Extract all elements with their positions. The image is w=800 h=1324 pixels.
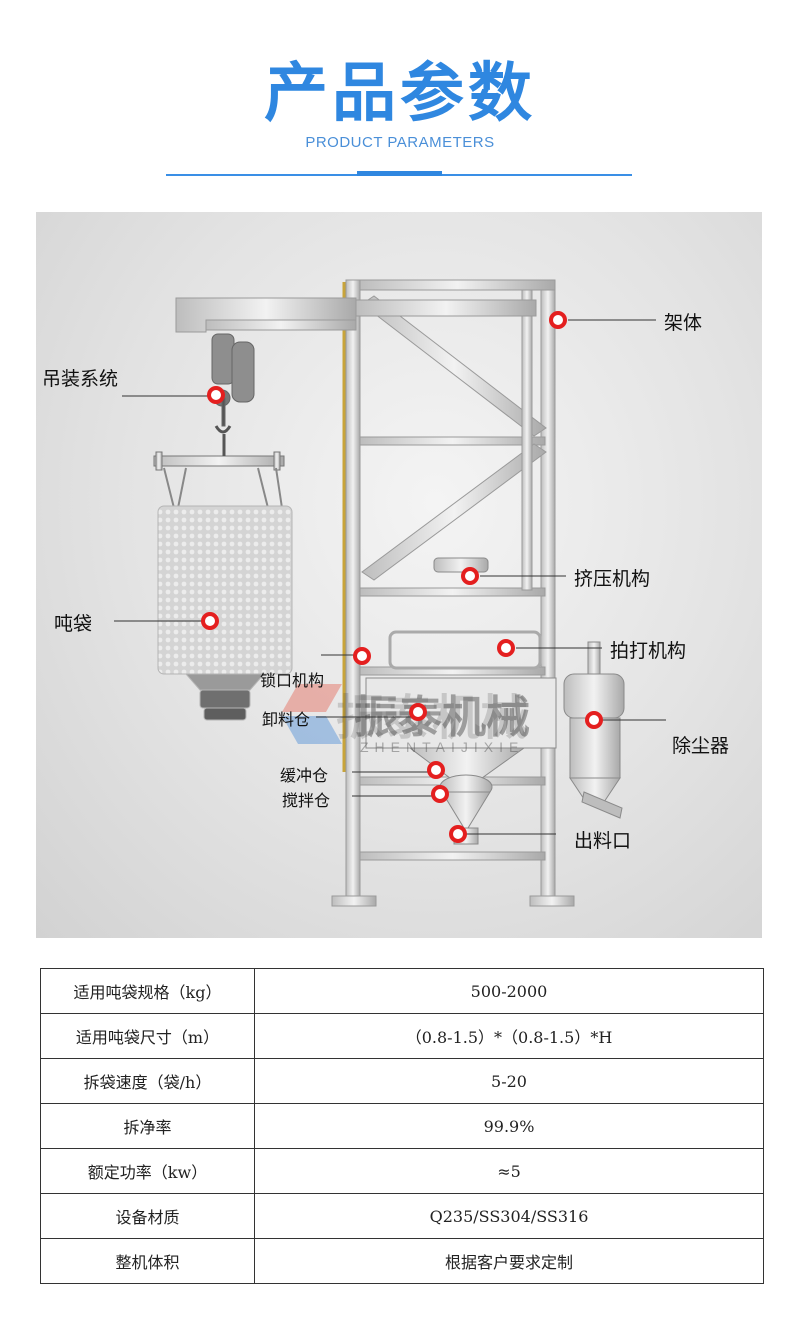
marker-hoist	[207, 386, 225, 404]
watermark: 振泰机械	[336, 690, 528, 746]
marker-mixer	[431, 785, 449, 803]
marker-outlet	[449, 825, 467, 843]
crane-arm	[175, 297, 537, 333]
marker-frame	[549, 311, 567, 329]
callout-unload: 卸料仓	[262, 710, 311, 729]
spec-value: Q235/SS304/SS316	[254, 1193, 764, 1239]
svg-text:ZHENTAIJIXIE: ZHENTAIJIXIE	[360, 739, 524, 755]
table-row: 设备材质 Q235/SS304/SS316	[40, 1193, 764, 1239]
callout-mixer: 搅拌仓	[282, 791, 331, 810]
callout-markers	[201, 311, 603, 843]
spec-label: 适用吨袋尺寸（m）	[40, 1013, 255, 1059]
spec-label: 整机体积	[40, 1238, 255, 1284]
spec-label: 适用吨袋规格（kg）	[40, 968, 255, 1014]
product-diagram: 振泰机械 振泰机械 ZHENTAIJIXIE	[36, 212, 762, 938]
callout-outlet: 出料口	[574, 830, 632, 852]
callout-beater: 拍打机构	[610, 640, 687, 662]
machine-illustration: 振泰机械 振泰机械 ZHENTAIJIXIE	[114, 279, 666, 907]
page-subtitle: PRODUCT PARAMETERS	[305, 134, 495, 151]
svg-text:振泰机械: 振泰机械	[336, 690, 528, 746]
callout-buffer: 缓冲仓	[280, 766, 329, 785]
dust-collector	[563, 641, 625, 819]
marker-beater	[497, 639, 515, 657]
spec-value: 5-20	[254, 1058, 764, 1104]
marker-unload	[409, 703, 427, 721]
internal-equipment	[365, 557, 557, 845]
table-row: 适用吨袋规格（kg） 500-2000	[40, 968, 764, 1014]
hoist-unit	[211, 333, 255, 434]
spec-value: ≈5	[254, 1148, 764, 1194]
callout-lock: 锁口机构	[260, 671, 325, 690]
spec-label: 设备材质	[40, 1193, 255, 1239]
marker-buffer	[427, 761, 445, 779]
table-row: 拆袋速度（袋/h） 5-20	[40, 1058, 764, 1104]
page-title: 产品参数	[264, 57, 536, 131]
marker-lock	[353, 647, 371, 665]
spec-value: 500-2000	[254, 968, 764, 1014]
table-row: 拆净率 99.9%	[40, 1103, 764, 1149]
frame-structure	[331, 279, 575, 907]
callout-bag: 吨袋	[54, 613, 93, 635]
table-row: 额定功率（kw） ≈5	[40, 1148, 764, 1194]
callout-squeeze: 挤压机构	[574, 568, 651, 590]
marker-squeeze	[461, 567, 479, 585]
callout-hoist: 吊装系统	[42, 368, 119, 390]
spec-value: 根据客户要求定制	[254, 1238, 764, 1284]
ton-bag	[157, 467, 293, 721]
spec-table: 适用吨袋规格（kg） 500-2000 适用吨袋尺寸（m） （0.8-1.5）*…	[40, 968, 764, 1284]
callout-dust: 除尘器	[672, 735, 730, 757]
bag-spreader	[153, 434, 285, 471]
spec-value: 99.9%	[254, 1103, 764, 1149]
leader-lines	[114, 319, 666, 835]
header: 产品参数 PRODUCT PARAMETERS	[0, 0, 800, 200]
table-row: 适用吨袋尺寸（m） （0.8-1.5）*（0.8-1.5）*H	[40, 1013, 764, 1059]
spec-label: 拆袋速度（袋/h）	[40, 1058, 255, 1104]
table-row: 整机体积 根据客户要求定制	[40, 1238, 764, 1284]
spec-value: （0.8-1.5）*（0.8-1.5）*H	[254, 1013, 764, 1059]
spec-label: 额定功率（kw）	[40, 1148, 255, 1194]
spec-label: 拆净率	[40, 1103, 255, 1149]
callout-frame: 架体	[664, 312, 703, 334]
marker-dust	[585, 711, 603, 729]
title-divider-accent	[357, 171, 442, 176]
marker-bag	[201, 612, 219, 630]
